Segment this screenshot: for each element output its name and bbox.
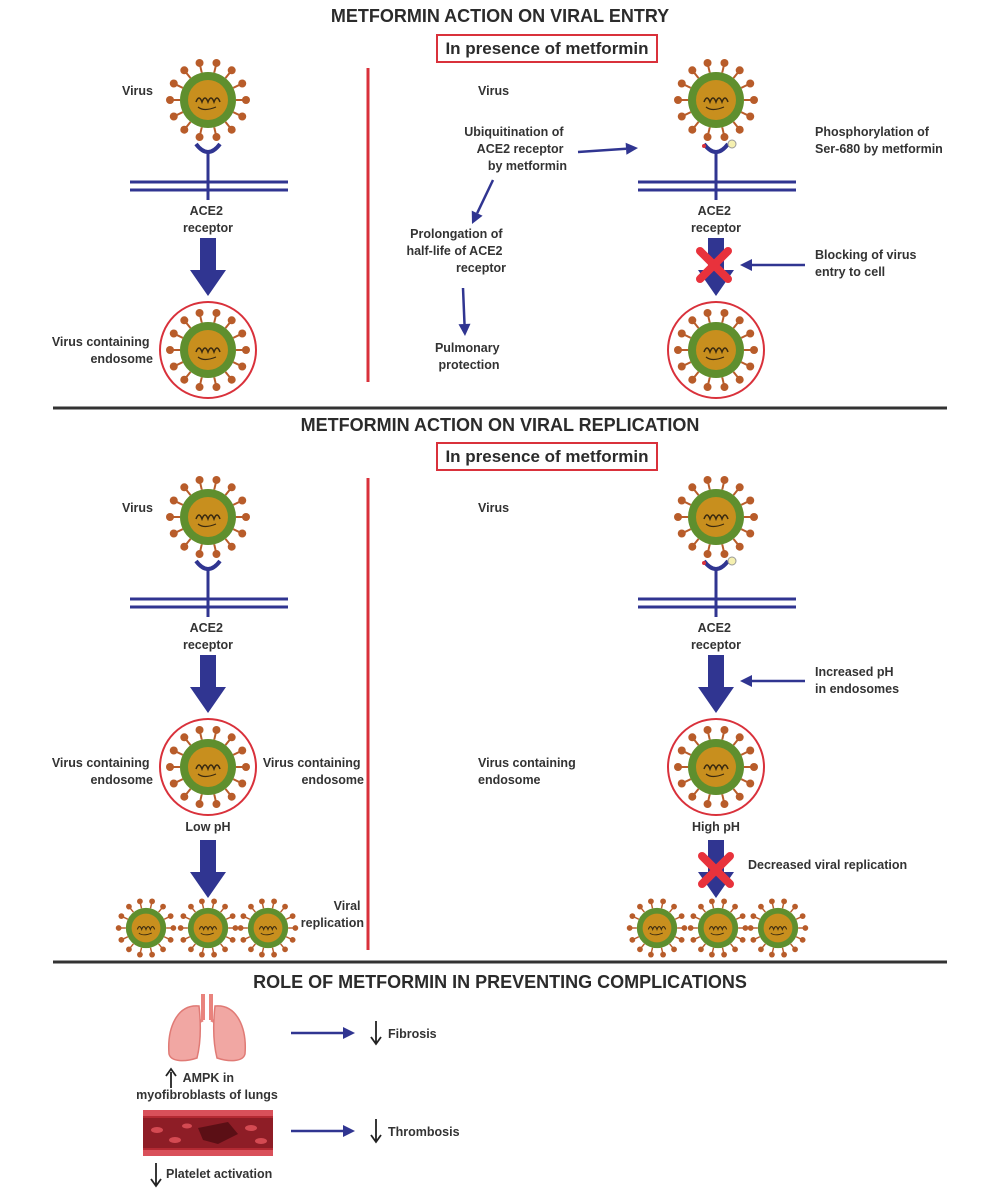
phosphorylation-label: Phosphorylation of Ser-680 by metformin — [815, 125, 943, 156]
decreased-replication-label: Decreased viral replication — [748, 858, 907, 872]
entry-presence-label: In presence of metformin — [445, 39, 648, 58]
lungs-icon — [168, 994, 246, 1062]
virus-icon — [674, 475, 758, 559]
virus-icon — [115, 898, 177, 958]
high-ph-label: High pH — [692, 820, 740, 834]
ace2-receptor-icon — [638, 139, 796, 200]
replication-mid-endosome-label: Virus containing endosome — [263, 756, 364, 787]
down-arrow-icon — [370, 1119, 382, 1144]
endosome-icon — [159, 718, 257, 816]
virus-icon — [237, 898, 299, 958]
arrow-icon — [577, 142, 638, 155]
entry-presence-box — [436, 34, 658, 63]
block-x-icon — [698, 852, 734, 888]
ace2-receptor-icon — [638, 556, 796, 617]
entry-section-title: METFORMIN ACTION ON VIRAL ENTRY — [331, 6, 669, 26]
down-arrow-icon — [370, 1021, 382, 1046]
replication-right-virus-label: Virus — [478, 501, 509, 515]
virus-icon — [177, 898, 239, 958]
arrow-icon — [740, 259, 805, 271]
replication-left-virus-label: Virus — [122, 501, 153, 515]
virus-icon — [747, 898, 809, 958]
replication-section-title: METFORMIN ACTION ON VIRAL REPLICATION — [301, 415, 700, 435]
complications-section-title: ROLE OF METFORMIN IN PREVENTING COMPLICA… — [253, 972, 747, 992]
fibrosis-label: Fibrosis — [388, 1027, 437, 1041]
arrow-icon — [471, 179, 495, 224]
arrow-icon — [458, 287, 471, 336]
ace2-receptor-icon — [130, 559, 288, 617]
arrow-icon — [291, 1125, 355, 1137]
virus-icon — [166, 475, 250, 559]
arrow-icon — [291, 1027, 355, 1039]
down-arrow-icon — [698, 655, 734, 713]
arrow-icon — [740, 675, 805, 687]
ampk-label: AMPK in myofibroblasts of lungs — [136, 1071, 278, 1102]
replication-presence-box — [436, 442, 658, 471]
down-arrow-icon — [190, 238, 226, 296]
entry-left-virus-label: Virus — [122, 84, 153, 98]
ace2-receptor-icon — [130, 142, 288, 200]
down-arrow-icon — [150, 1163, 162, 1188]
platelet-label: Platelet activation — [166, 1167, 272, 1181]
replication-left-endosome-label: Virus containing endosome — [52, 756, 153, 787]
prolongation-label: Prolongation of half-life of ACE2 recept… — [406, 227, 506, 275]
down-arrow-icon — [190, 840, 226, 898]
thrombosis-label: Thrombosis — [388, 1125, 460, 1139]
viral-replication-label: Viral replication — [301, 899, 364, 930]
endosome-icon — [159, 301, 257, 399]
up-arrow-head — [165, 1067, 177, 1077]
low-ph-label: Low pH — [185, 820, 230, 834]
down-arrow-icon — [190, 655, 226, 713]
blocking-label: Blocking of virus entry to cell — [815, 248, 920, 279]
virus-icon — [674, 58, 758, 142]
entry-right-virus-label: Virus — [478, 84, 509, 98]
entry-right-receptor-label: ACE2 receptor — [691, 204, 741, 235]
virus-icon — [166, 58, 250, 142]
blood-vessel-icon — [143, 1110, 273, 1156]
entry-left-endosome-label: Virus containing endosome — [52, 335, 153, 366]
pulmonary-label: Pulmonary protection — [435, 341, 503, 372]
endosome-icon — [667, 718, 765, 816]
virus-icon — [626, 898, 688, 958]
virus-icon — [687, 898, 749, 958]
entry-left-receptor-label: ACE2 receptor — [183, 204, 233, 235]
endosome-icon — [667, 301, 765, 399]
replication-presence-label: In presence of metformin — [445, 447, 648, 466]
replication-right-endosome-label: Virus containing endosome — [478, 756, 579, 787]
replication-left-receptor-label: ACE2 receptor — [183, 621, 233, 652]
replication-right-receptor-label: ACE2 receptor — [691, 621, 741, 652]
ubiquitination-label: Ubiquitination of ACE2 receptor by metfo… — [464, 125, 567, 173]
increased-ph-label: Increased pH in endosomes — [815, 665, 899, 696]
block-x-icon — [696, 247, 732, 283]
